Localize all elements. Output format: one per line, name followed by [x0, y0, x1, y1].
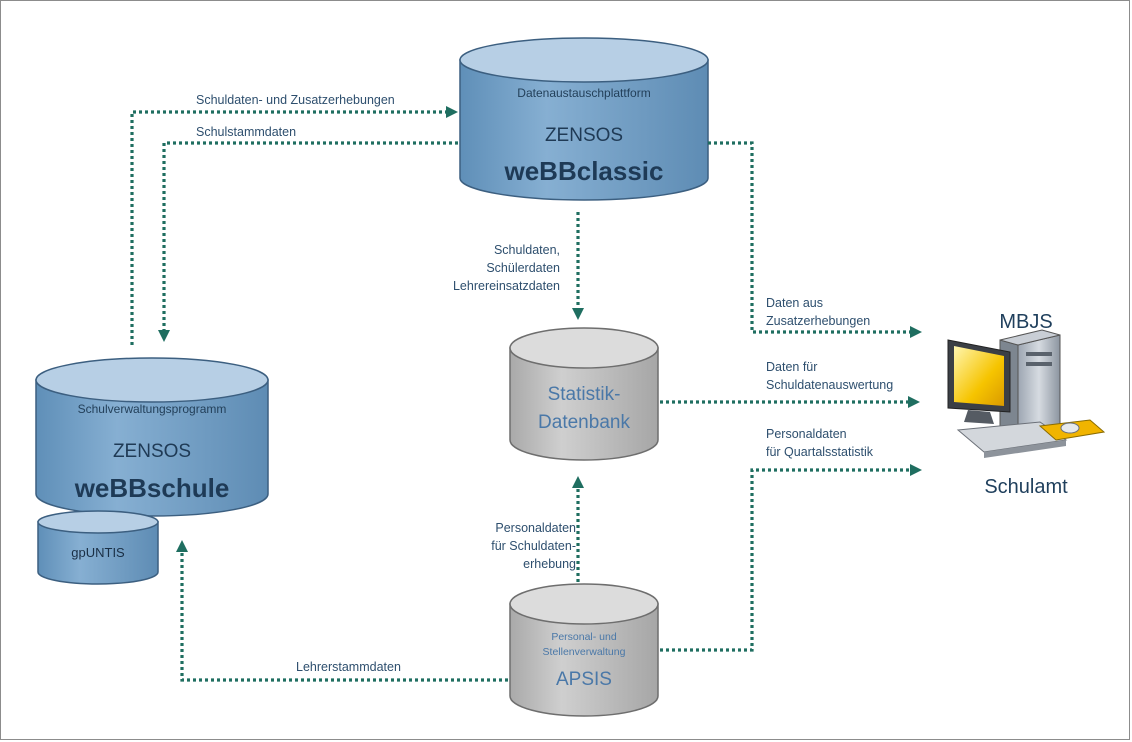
apsis-line1: Personal- und [551, 631, 617, 643]
label-to-statistik-3: Lehrereinsatzdaten [453, 279, 560, 293]
label-daten-aus-2: Zusatzerhebungen [766, 314, 870, 328]
webbclassic-label: Datenaustauschplattform [517, 86, 650, 100]
statistik-database: Statistik- Datenbank [509, 327, 659, 461]
mbjs-label: MBJS [999, 311, 1052, 333]
label-personaldaten-schul-3: erhebung [523, 557, 576, 571]
flow-daten-aus [708, 141, 922, 338]
apsis-database: Personal- und Stellenverwaltung APSIS [509, 583, 659, 717]
webbschule-vendor: ZENSOS [113, 441, 191, 462]
flow-schuldaten-zusatz [130, 106, 458, 345]
webbschule-database: Schulverwaltungsprogramm ZENSOS weBBschu… [35, 357, 269, 517]
computer-icon [947, 329, 1106, 458]
label-schulstammdaten: Schulstammdaten [196, 125, 296, 139]
label-personaldaten-quartal-2: für Quartalsstatistik [766, 445, 874, 459]
label-to-statistik-1: Schuldaten, [494, 243, 560, 257]
flow-personaldaten-quartal [660, 464, 922, 652]
webbclassic-database: Datenaustauschplattform ZENSOS weBBclass… [459, 37, 709, 201]
flow-daten-fuer [660, 396, 920, 408]
statistik-line1: Statistik- [548, 384, 621, 405]
flow-lehrerstammdaten [176, 540, 508, 682]
gpuntis-label: gpUNTIS [71, 545, 125, 560]
gpuntis-database: gpUNTIS [37, 510, 159, 585]
label-daten-fuer-2: Schuldatenauswertung [766, 378, 893, 392]
statistik-line2: Datenbank [538, 412, 630, 433]
apsis-line2: Stellenverwaltung [543, 646, 626, 658]
label-lehrerstammdaten: Lehrerstammdaten [296, 660, 401, 674]
webbclassic-vendor: ZENSOS [545, 125, 623, 146]
webbschule-product: weBBschule [74, 473, 230, 503]
apsis-product: APSIS [556, 669, 612, 690]
label-to-statistik-2: Schülerdaten [486, 261, 560, 275]
webbclassic-product: weBBclassic [504, 156, 664, 186]
schulamt-label: Schulamt [984, 476, 1068, 498]
flow-to-statistik [572, 212, 584, 320]
label-personaldaten-schul-1: Personaldaten [495, 521, 576, 535]
label-daten-aus-1: Daten aus [766, 296, 823, 310]
webbschule-label: Schulverwaltungsprogramm [78, 402, 227, 416]
flow-personaldaten-schul [572, 476, 584, 582]
label-schuldaten-zusatz: Schuldaten- und Zusatzerhebungen [196, 93, 395, 107]
label-personaldaten-schul-2: für Schuldaten- [491, 539, 576, 553]
label-daten-fuer-1: Daten für [766, 360, 817, 374]
label-personaldaten-quartal-1: Personaldaten [766, 427, 847, 441]
flow-schulstammdaten [158, 141, 458, 342]
